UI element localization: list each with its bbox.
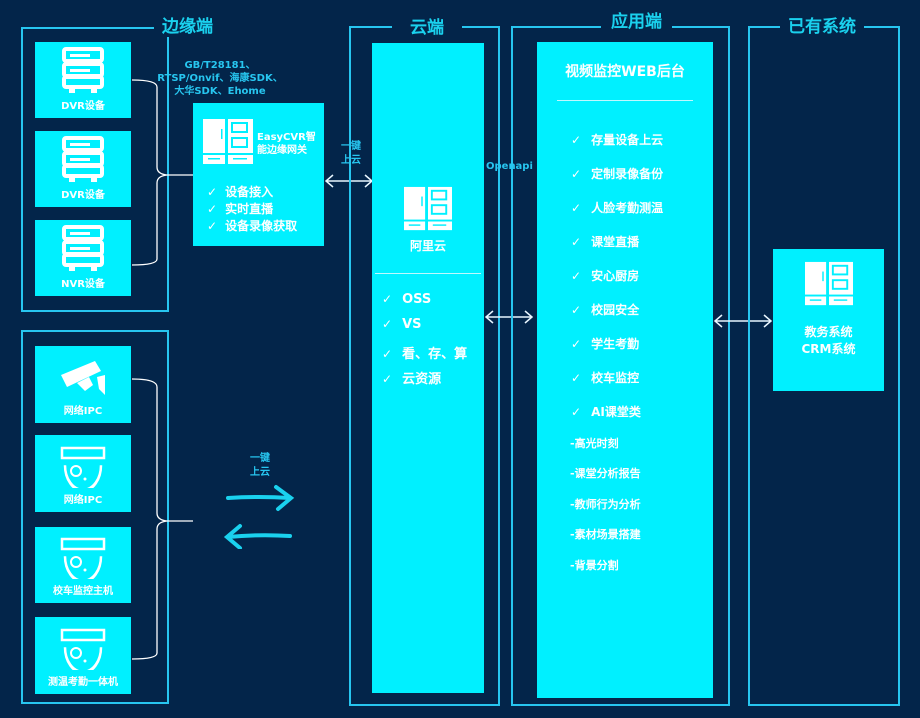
app-feature: ✓校车监控 — [571, 371, 640, 385]
app-feature: ✓AI课堂类 — [571, 405, 641, 419]
ai-sub-item: -高光时刻 — [570, 437, 619, 450]
app-feature: ✓人脸考勤测温 — [571, 201, 664, 215]
server-icon — [62, 136, 104, 182]
recorder-label: DVR设备 — [61, 190, 105, 201]
app-title: 视频监控WEB后台 — [565, 64, 685, 80]
existing-system-label: 教务系统 CRM系统 — [801, 325, 856, 356]
protocol-line: GB/T28181、 — [184, 60, 256, 71]
cloud-feature: ✓OSS — [382, 292, 432, 307]
protocol-line: 大华SDK、Ehome — [174, 86, 266, 97]
cabinet-icon — [404, 186, 452, 231]
gateway-features: ✓设备接入 ✓实时直播 ✓设备录像获取 — [207, 184, 297, 235]
check-icon: ✓ — [571, 201, 582, 215]
gateway-title-line2: 能边缘网关 — [257, 145, 307, 156]
section-title-existing: 已有系统 — [780, 17, 864, 37]
check-icon: ✓ — [207, 185, 218, 199]
ai-sub-item: -背景分割 — [570, 559, 619, 572]
section-title-cloud: 云端 — [392, 18, 462, 38]
gateway-title: EasyCVR智 能边缘网关 — [257, 131, 316, 157]
cloud-feature: ✓VS — [382, 317, 422, 332]
recorder-box-1: DVR设备 — [35, 42, 131, 118]
app-feature: ✓学生考勤 — [571, 337, 640, 351]
section-title-edge: 边缘端 — [154, 17, 221, 37]
camera-box-2: 网络IPC — [35, 435, 131, 512]
app-box: 视频监控WEB后台 ✓存量设备上云 ✓定制录像备份 ✓人脸考勤测温 ✓课堂直播 … — [537, 42, 713, 698]
ai-sub-item: -教师行为分析 — [570, 498, 641, 511]
cabinet-icon — [203, 119, 253, 164]
upload-label-top: 一键 上云 — [334, 136, 368, 172]
gateway-feature: ✓设备录像获取 — [207, 219, 298, 233]
edge-frame-top-line — [21, 27, 151, 29]
dome-camera-icon — [60, 628, 106, 670]
cloud-feature: ✓云资源 — [382, 372, 442, 387]
ai-sub-item: -素材场景搭建 — [570, 528, 641, 541]
bidirectional-arrow-app-existing — [713, 314, 773, 328]
cloud-box: 阿里云 ✓OSS ✓VS ✓看、存、算 ✓云资源 — [372, 43, 484, 693]
gateway-box: EasyCVR智 能边缘网关 ✓设备接入 ✓实时直播 ✓设备录像获取 — [193, 103, 324, 246]
camera-box-3: 校车监控主机 — [35, 527, 131, 603]
cloud-divider — [375, 273, 481, 274]
upload-arrow-right — [226, 485, 295, 511]
gateway-feature: ✓实时直播 — [207, 202, 274, 216]
protocol-list: GB/T28181、 RTSP/Onvif、海康SDK、 大华SDK、Ehome — [140, 59, 300, 98]
bidirectional-arrow-cloud-app — [484, 310, 534, 324]
app-feature: ✓课堂直播 — [571, 235, 640, 249]
check-icon: ✓ — [207, 202, 218, 216]
openapi-label: Openapi — [486, 161, 533, 172]
check-icon: ✓ — [571, 405, 582, 419]
cloud-feature: ✓看、存、算 — [382, 347, 468, 362]
cloud-name: 阿里云 — [409, 239, 446, 253]
gateway-title-line1: EasyCVR智 — [257, 132, 316, 143]
camera-box-1: 网络IPC — [35, 346, 131, 423]
check-icon: ✓ — [382, 317, 393, 331]
check-icon: ✓ — [571, 167, 582, 181]
recorder-box-2: DVR设备 — [35, 131, 131, 207]
recorder-label: DVR设备 — [61, 101, 105, 112]
check-icon: ✓ — [571, 235, 582, 249]
bullet-camera-icon — [61, 361, 105, 395]
camera-bracket — [131, 378, 193, 660]
camera-label: 校车监控主机 — [53, 586, 113, 597]
ai-sub-item: -课堂分析报告 — [570, 467, 641, 480]
recorder-box-3: NVR设备 — [35, 220, 131, 296]
camera-box-4: 测温考勤一体机 — [35, 617, 131, 694]
edge-camera-frame — [21, 330, 169, 704]
check-icon: ✓ — [382, 292, 393, 306]
camera-label: 网络IPC — [63, 406, 103, 417]
dome-camera-icon — [60, 537, 106, 579]
check-icon: ✓ — [571, 303, 582, 317]
camera-label: 测温考勤一体机 — [48, 677, 118, 688]
check-icon: ✓ — [571, 337, 582, 351]
download-arrow-left — [223, 524, 292, 549]
cabinet-icon — [805, 261, 853, 306]
gateway-feature: ✓设备接入 — [207, 185, 274, 199]
app-feature: ✓定制录像备份 — [571, 167, 664, 181]
camera-label: 网络IPC — [63, 495, 103, 506]
check-icon: ✓ — [207, 219, 218, 233]
upload-label-bottom: 一键 上云 — [250, 453, 270, 478]
app-feature: ✓安心厨房 — [571, 269, 640, 283]
protocol-line: RTSP/Onvif、海康SDK、 — [157, 73, 283, 84]
check-icon: ✓ — [571, 133, 582, 147]
existing-system-box: 教务系统 CRM系统 — [773, 249, 884, 391]
check-icon: ✓ — [571, 269, 582, 283]
recorder-bracket — [131, 79, 193, 266]
app-feature: ✓存量设备上云 — [571, 133, 664, 147]
server-icon — [62, 225, 104, 271]
server-icon — [62, 47, 104, 93]
check-icon: ✓ — [382, 372, 393, 386]
app-divider — [557, 100, 693, 101]
app-feature: ✓校园安全 — [571, 303, 640, 317]
check-icon: ✓ — [571, 371, 582, 385]
check-icon: ✓ — [382, 347, 393, 361]
dome-camera-icon — [60, 446, 106, 488]
recorder-label: NVR设备 — [61, 279, 105, 290]
section-title-app: 应用端 — [601, 12, 672, 32]
